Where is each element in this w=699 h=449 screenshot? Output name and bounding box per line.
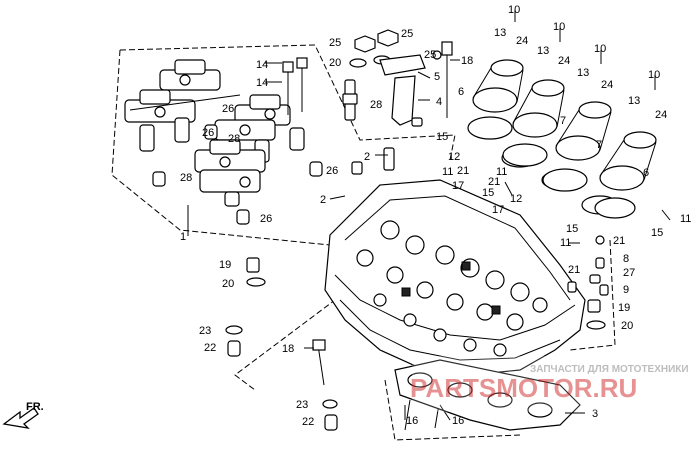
callout-8: 8: [623, 253, 629, 265]
callout-10: 10: [553, 21, 565, 33]
callout-28: 28: [228, 133, 240, 145]
left-small-parts: [225, 147, 395, 431]
callout-16: 16: [452, 415, 464, 427]
callout-19: 19: [219, 259, 231, 271]
callout-20: 20: [621, 320, 633, 332]
callout-24: 24: [516, 35, 528, 47]
callout-25: 25: [329, 37, 341, 49]
callout-3: 3: [592, 408, 598, 420]
callout-28: 28: [370, 99, 382, 111]
callout-23: 23: [296, 399, 308, 411]
cap-part: [309, 161, 323, 177]
callout-20: 20: [329, 57, 341, 69]
cylinder-head: [324, 179, 586, 376]
stud-part: [317, 344, 325, 386]
rocker-arm-assemblies: [124, 59, 323, 225]
nut-part: [354, 35, 376, 53]
callout-19: 19: [618, 302, 630, 314]
callout-25: 25: [424, 49, 436, 61]
cap-part: [152, 171, 166, 187]
callout-21: 21: [568, 264, 580, 276]
callout-7: 7: [596, 139, 602, 151]
front-direction-indicator: FR.: [2, 401, 44, 429]
callout-26: 26: [202, 127, 214, 139]
callout-6: 6: [458, 86, 464, 98]
watermark-subtitle: ЗАПЧАСТИ ДЛЯ МОТОТЕХНИКИ: [530, 364, 689, 375]
callout-6: 6: [643, 167, 649, 179]
callout-2: 2: [320, 194, 326, 206]
cap-part: [204, 124, 218, 140]
callout-11: 11: [496, 166, 507, 178]
callout-7: 7: [560, 115, 566, 127]
callout-4: 4: [436, 96, 442, 108]
callout-21: 21: [488, 176, 500, 188]
callout-12: 12: [510, 193, 522, 205]
callout-26: 26: [222, 103, 234, 115]
bracket-part: [379, 54, 426, 76]
callout-24: 24: [655, 109, 667, 121]
callout-15: 15: [566, 223, 578, 235]
callout-24: 24: [558, 55, 570, 67]
intake-boots: [467, 59, 657, 219]
right-small-parts: [567, 235, 609, 330]
callout-22: 22: [302, 416, 314, 428]
callout-1: 1: [180, 231, 186, 243]
callout-28: 28: [180, 172, 192, 184]
long-bolts: [282, 57, 308, 115]
callout-21: 21: [457, 165, 469, 177]
intake-boot-4: [594, 131, 657, 219]
callout-10: 10: [648, 69, 660, 81]
callout-26: 26: [326, 165, 338, 177]
callout-13: 13: [577, 67, 589, 79]
callout-27: 27: [623, 267, 635, 279]
top-center-parts: [342, 29, 453, 127]
callout-11: 11: [560, 237, 571, 249]
callout-13: 13: [628, 95, 640, 107]
callout-numbers: 1 2 2 3 4 5 6 6 7 7 8 9 10 10 10 10 11 1…: [180, 4, 691, 428]
rocker-arm-unit: [214, 94, 305, 163]
nut-part: [377, 29, 399, 47]
rocker-arm-unit: [194, 139, 266, 207]
bracket-part: [391, 75, 416, 126]
callout-18: 18: [282, 343, 294, 355]
callout-11: 11: [442, 166, 453, 178]
front-label: FR.: [26, 401, 44, 413]
watermark: ЗАПЧАСТИ ДЛЯ МОТОТЕХНИКИ PARTSMOTOR.RU: [410, 356, 689, 412]
callout-23: 23: [199, 325, 211, 337]
intake-boot-3: [542, 101, 619, 215]
callout-26: 26: [260, 213, 272, 225]
callout-5: 5: [434, 71, 440, 83]
rocker-arm-unit: [124, 59, 241, 152]
exhaust-parts: [312, 339, 581, 431]
callout-13: 13: [537, 45, 549, 57]
watermark-brand: PARTSMOTOR.RU: [410, 373, 637, 403]
front-arrow-icon: [2, 407, 39, 429]
callout-9: 9: [623, 284, 629, 296]
callout-17: 17: [492, 204, 504, 216]
callout-14: 14: [256, 59, 268, 71]
callout-24: 24: [601, 79, 613, 91]
washer-part: [349, 58, 367, 68]
callout-11: 11: [680, 213, 691, 225]
callout-20: 20: [222, 278, 234, 290]
callout-15: 15: [651, 227, 663, 239]
callout-17: 17: [452, 180, 464, 192]
callout-13: 13: [494, 27, 506, 39]
callout-2: 2: [364, 151, 370, 163]
cap-part: [236, 209, 250, 225]
callout-21: 21: [613, 235, 625, 247]
callout-10: 10: [594, 43, 606, 55]
callout-14: 14: [256, 77, 268, 89]
callout-15: 15: [482, 187, 494, 199]
callout-18: 18: [461, 55, 473, 67]
callout-25: 25: [401, 28, 413, 40]
callout-10: 10: [508, 4, 520, 16]
callout-16: 16: [406, 415, 418, 427]
callout-15: 15: [436, 131, 448, 143]
callout-leaders: [187, 10, 671, 421]
callout-12: 12: [448, 151, 460, 163]
callout-22: 22: [204, 342, 216, 354]
